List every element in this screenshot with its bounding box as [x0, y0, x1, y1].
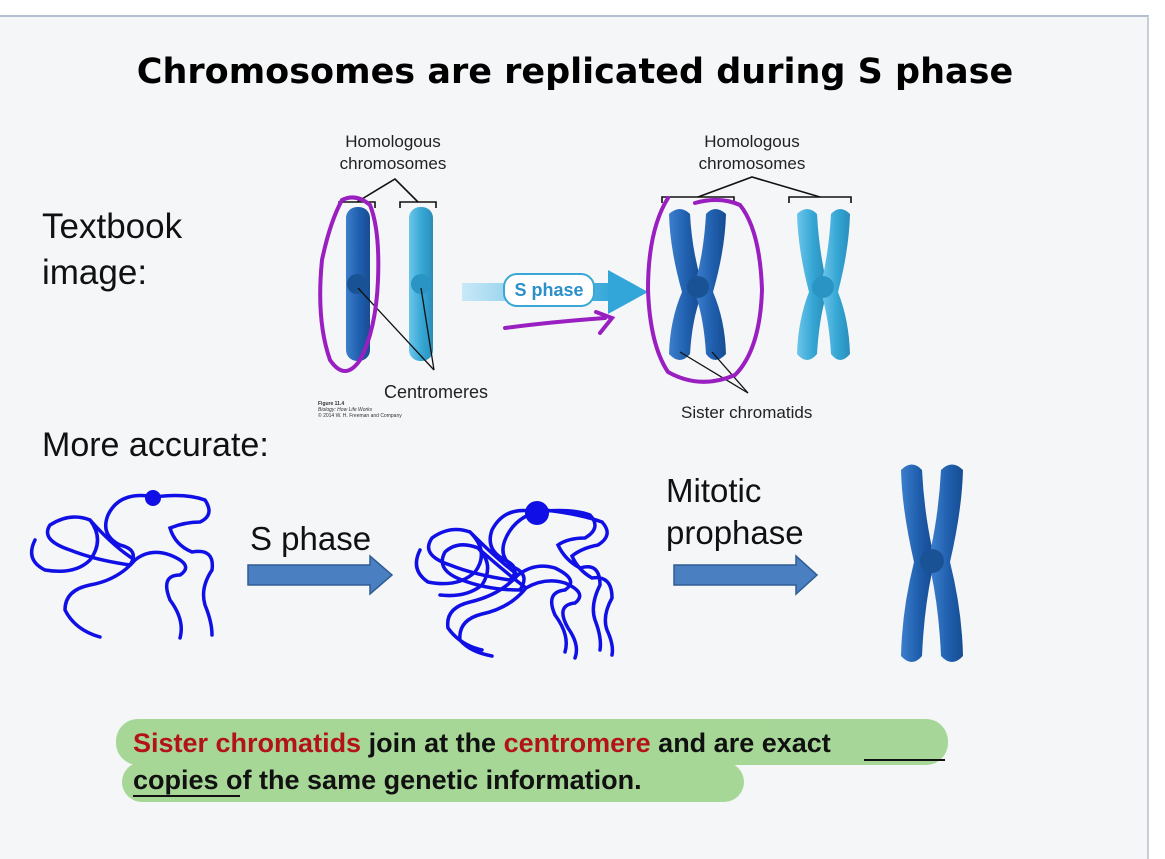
replicated-chromosome-dark	[669, 209, 726, 360]
caption-underline-ink	[133, 759, 945, 797]
centromeres-label: Centromeres	[384, 382, 489, 402]
sister-chromatid-pointer-lines	[679, 351, 749, 394]
caption-rest: of the same genetic information.	[226, 765, 642, 795]
caption-join: join at the	[361, 728, 504, 758]
condensed-chromosome	[901, 464, 963, 662]
slide	[0, 15, 1149, 859]
ink-scribble-unreplicated	[29, 490, 215, 640]
sister-chromatids-label: Sister chromatids	[681, 403, 813, 422]
homologous-brackets	[338, 176, 852, 208]
replicated-chromosome-light	[797, 209, 850, 360]
textbook-image-label: Textbook image:	[42, 207, 183, 292]
purple-annotations	[318, 195, 765, 384]
figure-source: Biology: How Life Works	[318, 407, 373, 413]
centromere-pointer-lines	[357, 287, 435, 371]
caption-sister-chromatids: Sister chromatids	[133, 728, 362, 758]
homologous-label-right: Homologous chromosomes	[698, 132, 806, 173]
summary-caption: Sister chromatids join at the centromere…	[133, 725, 973, 799]
figure-number: Figure 11.4	[318, 401, 345, 407]
slide-title: Chromosomes are replicated during S phas…	[136, 52, 1014, 92]
more-accurate-label: More accurate:	[42, 426, 269, 464]
caption-and-are: and are	[650, 728, 762, 758]
ink-scribble-replicated	[414, 501, 615, 660]
s-phase-block-arrow	[247, 554, 394, 596]
caption-highlight	[116, 719, 948, 802]
caption-exact: exact	[761, 728, 831, 758]
s-phase-label: S phase	[250, 520, 372, 557]
figure-copyright: © 2014 W. H. Freeman and Company	[318, 413, 402, 419]
homologous-label-left: Homologous chromosomes	[339, 132, 447, 173]
unreplicated-chromosome-dark	[346, 207, 370, 361]
caption-copies: copies	[133, 765, 227, 795]
caption-centromere: centromere	[503, 728, 651, 758]
figure-credit: Figure 11.4 Biology: How Life Works © 20…	[318, 401, 448, 419]
s-phase-pill: S phase	[503, 273, 595, 307]
mitotic-block-arrow	[673, 554, 819, 596]
mitotic-prophase-label: Mitotic prophase	[666, 472, 804, 551]
